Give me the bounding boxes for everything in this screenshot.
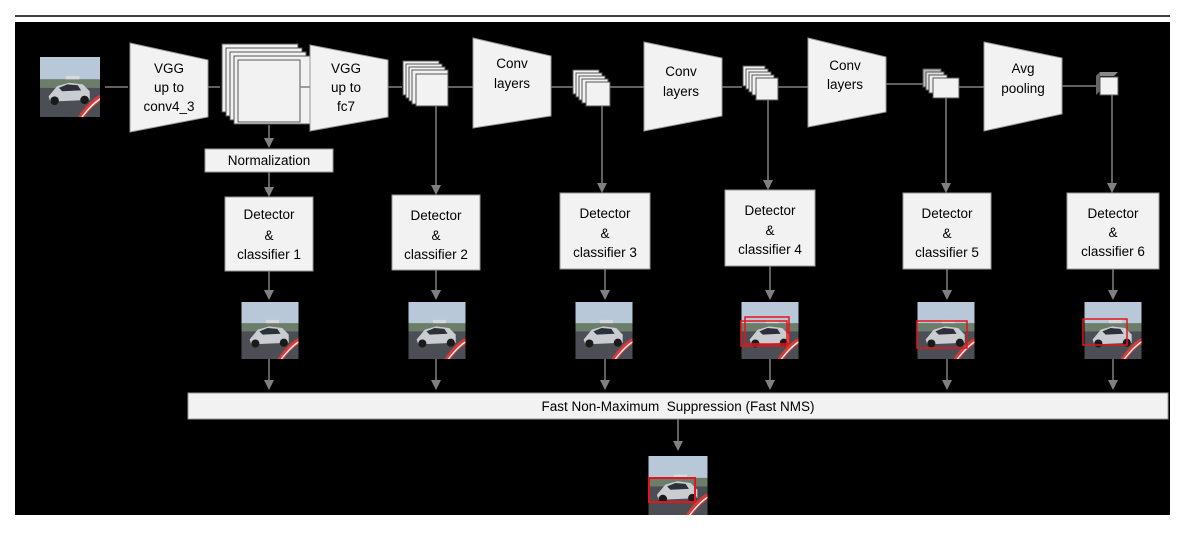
detection-output-2	[408, 302, 466, 359]
conv1-line2: layers	[494, 76, 530, 91]
nms-label: Fast Non-Maximum Suppression (Fast NMS)	[541, 399, 814, 414]
feature-map-stack-4	[742, 65, 779, 101]
vgg1-line1: VGG	[154, 61, 184, 76]
feature-map-stack-2	[402, 60, 449, 107]
feature-map-stack-5	[922, 68, 960, 99]
label-text: classifier 4	[738, 242, 802, 257]
vgg2-line1: VGG	[331, 61, 361, 76]
conv1-line1: Conv	[496, 56, 528, 71]
label-text: classifier 3	[573, 245, 637, 260]
vgg-conv4-3-block: VGG up to conv4_3	[129, 42, 209, 133]
final-detection-output	[648, 456, 708, 515]
detection-output-4	[740, 302, 799, 359]
normalization-box: Normalization	[204, 148, 334, 173]
detector-classifier-3: Detector & classifier 3	[559, 192, 651, 270]
pool-line1: Avg	[1011, 61, 1034, 76]
label-text: Detector	[744, 203, 796, 218]
label-text: classifier 1	[237, 247, 301, 262]
label-text: Detector	[579, 206, 631, 221]
feature-map-stack-3	[572, 69, 611, 107]
detector-classifier-4: Detector & classifier 4	[724, 189, 816, 267]
conv-layers-block-2: Conv layers	[643, 41, 723, 132]
label-text: Detector	[243, 207, 295, 222]
label-text: Detector	[410, 208, 462, 223]
detector-classifier-2: Detector & classifier 2	[391, 194, 481, 271]
detector-classifier-6: Detector & classifier 6	[1066, 192, 1160, 270]
pool-line2: pooling	[1001, 81, 1045, 96]
detection-output-6	[1082, 302, 1142, 359]
detection-output-5	[916, 302, 975, 359]
label-text: &	[765, 223, 774, 238]
conv2-line2: layers	[663, 84, 699, 99]
detection-output-1	[241, 302, 299, 359]
label-text: &	[264, 228, 273, 243]
label-text: &	[431, 228, 440, 243]
detector-classifier-5: Detector & classifier 5	[902, 192, 992, 270]
label-text: &	[942, 226, 951, 241]
label-text: &	[1108, 225, 1117, 240]
label-text: classifier 6	[1081, 244, 1145, 259]
vgg-fc7-block: VGG up to fc7	[309, 44, 389, 132]
conv2-line1: Conv	[665, 64, 697, 79]
label-text: classifier 5	[915, 245, 979, 260]
normalization-label: Normalization	[228, 153, 311, 168]
feature-map-cube-6	[1096, 72, 1119, 96]
label-text: &	[600, 226, 609, 241]
detection-output-3	[575, 302, 633, 359]
vgg1-line3: conv4_3	[143, 99, 194, 114]
vgg2-line3: fc7	[337, 99, 355, 114]
label-text: Detector	[921, 206, 973, 221]
vgg2-line2: up to	[331, 80, 361, 95]
conv3-line1: Conv	[829, 58, 861, 73]
vgg1-line2: up to	[154, 80, 184, 95]
label-text: classifier 2	[404, 247, 468, 262]
feature-map-stack-1	[221, 43, 311, 125]
input-image	[40, 57, 100, 117]
fast-nms-bar: Fast Non-Maximum Suppression (Fast NMS)	[187, 392, 1169, 420]
label-text: Detector	[1087, 206, 1139, 221]
detector-classifier-1: Detector & classifier 1	[224, 196, 314, 272]
conv3-line2: layers	[827, 77, 863, 92]
conv-layers-block-1: Conv layers	[472, 37, 552, 129]
avg-pooling-block: Avg pooling	[983, 41, 1063, 132]
conv-layers-block-3: Conv layers	[807, 37, 887, 128]
